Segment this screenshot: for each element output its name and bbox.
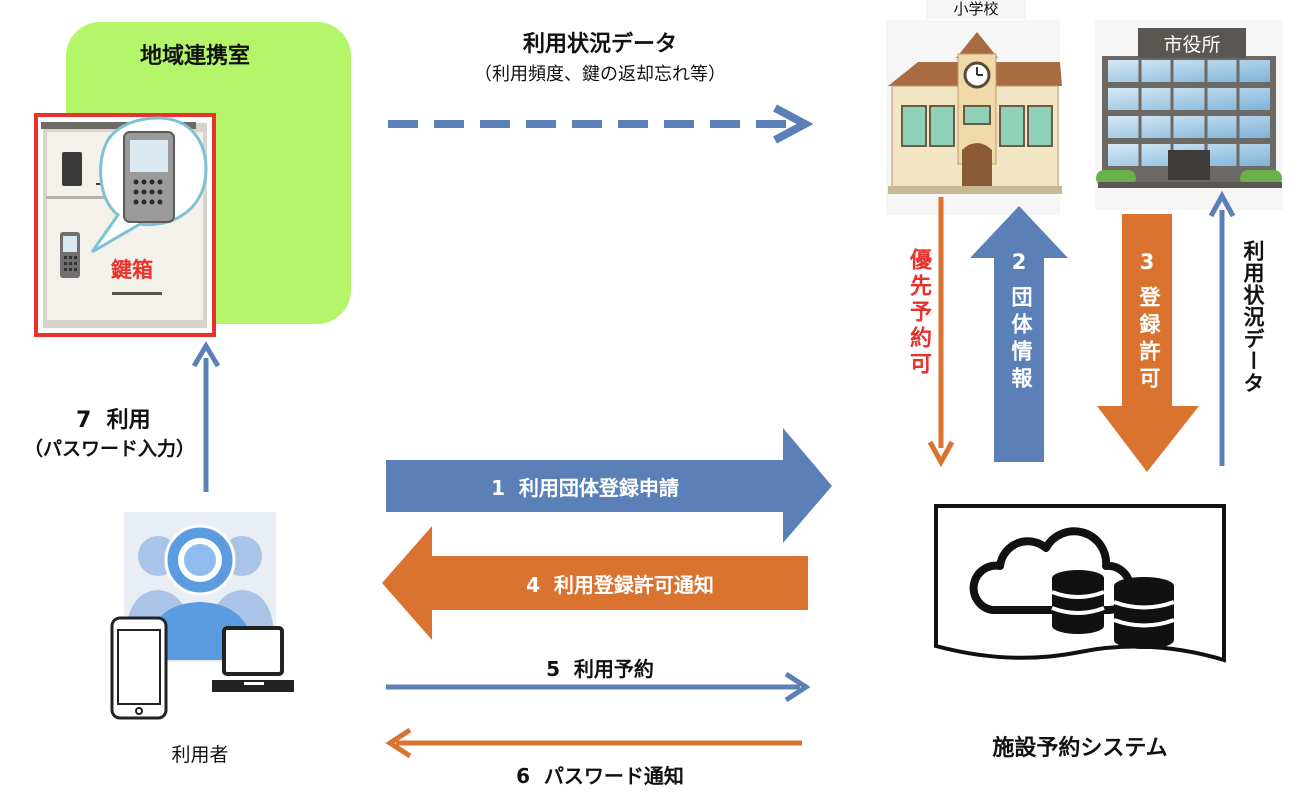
arrow-usage-data-vertical xyxy=(1208,190,1236,466)
arrow5-label: 5 利用予約 xyxy=(546,657,654,681)
arrow1-label: 1 利用団体登録申請 xyxy=(491,476,679,500)
city-hall-sign: 市役所 xyxy=(1138,30,1246,57)
arrow-registration-permit-notice xyxy=(382,526,808,640)
usage-step-detail: （パスワード入力） xyxy=(24,438,196,460)
keybox-label: 鍵箱 xyxy=(111,258,153,282)
registration-permit-label: 登録許可 xyxy=(1137,286,1161,394)
arrow-group-registration-request xyxy=(386,428,832,543)
arrow-priority-reservation xyxy=(927,197,955,468)
arrow4-label: 4 利用登録許可通知 xyxy=(526,573,714,597)
cloud-database-icon xyxy=(969,527,1175,649)
usage-data-title: 利用状況データ xyxy=(522,32,677,57)
laptop-icon xyxy=(212,626,294,692)
school-illustration xyxy=(886,20,1062,215)
system-label: 施設予約システム xyxy=(992,736,1168,761)
arrow-reservation xyxy=(386,671,811,703)
group-info-label: 団体情報 xyxy=(1009,286,1033,394)
smartphone-icon xyxy=(110,616,168,720)
arrow-group-info xyxy=(970,206,1068,462)
registration-permit-number: 3 xyxy=(1139,250,1155,274)
usage-data-subtitle: （利用頻度、鍵の返却忘れ等） xyxy=(474,64,726,85)
group-info-number: 2 xyxy=(1011,250,1027,274)
school-label: 小学校 xyxy=(926,0,1026,19)
arrow-usage-up xyxy=(191,341,221,492)
usage-step-label: 7 利用 xyxy=(76,408,151,433)
user-label: 利用者 xyxy=(171,744,229,766)
arrow-registration-permit xyxy=(1097,214,1199,472)
city-hall-illustration xyxy=(1095,20,1283,210)
room-title: 地域連携室 xyxy=(140,44,251,69)
dashed-arrow-usage-data xyxy=(388,104,814,144)
keypad-bubble-icon xyxy=(90,116,208,254)
arrow-password-notice xyxy=(385,727,802,759)
priority-reservation-label: 優先予約可 xyxy=(906,248,931,378)
arrow6-label: 6 パスワード通知 xyxy=(516,764,684,788)
usage-data-vertical-label: 利用状況データ xyxy=(1241,240,1265,394)
